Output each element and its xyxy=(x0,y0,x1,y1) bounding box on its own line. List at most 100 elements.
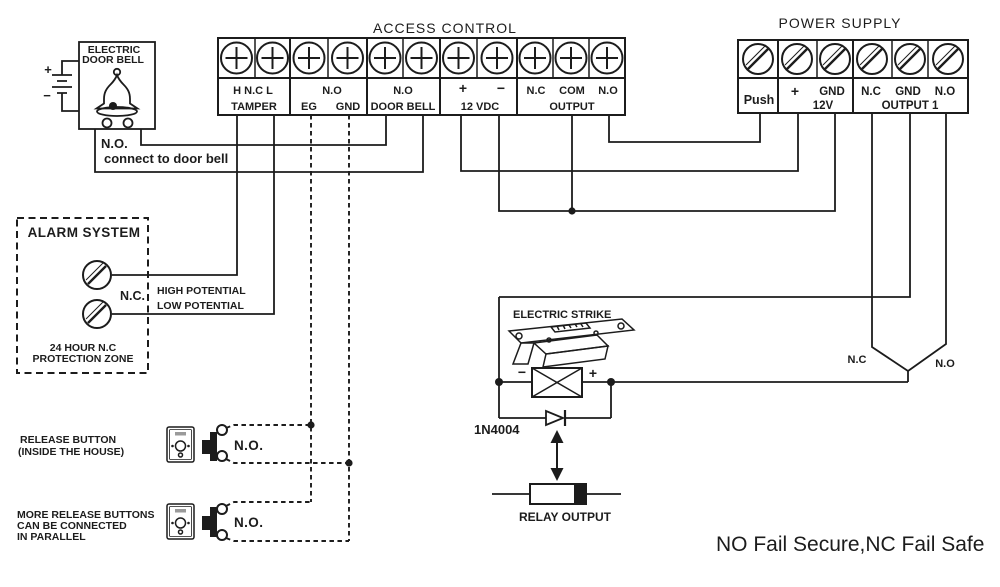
wire-tamper-to-alarm-low xyxy=(112,115,275,315)
dashed-button1-top xyxy=(225,424,311,429)
alarm-high-label: HIGH POTENTIAL xyxy=(157,285,246,297)
screw-eg xyxy=(292,41,326,75)
battery-plus-label: + xyxy=(44,62,52,77)
output1-label: OUTPUT 1 xyxy=(882,100,939,112)
junction-strike-minus xyxy=(495,378,503,386)
screw-12vdc-plus xyxy=(442,41,475,75)
junction-strike-plus xyxy=(607,378,615,386)
screw-12vdc-minus xyxy=(480,41,514,75)
selector-no-label: N.O xyxy=(935,358,955,370)
wire-12vdc-minus-to-ps-gnd xyxy=(498,113,836,212)
relay-label: RELAY OUTPUT xyxy=(519,510,612,524)
release-button-1: RELEASE BUTTON (INSIDE THE HOUSE) N.O. xyxy=(18,424,263,463)
wire-12vdc-plus-to-ps xyxy=(460,113,799,172)
relay-output: RELAY OUTPUT xyxy=(492,430,621,524)
wire-bell-to-doorbell2 xyxy=(94,115,424,173)
out1-nc-label: N.C xyxy=(861,86,881,98)
screw-output-com xyxy=(554,41,588,75)
diode-symbol: 1N4004 xyxy=(474,409,567,437)
release2-line3: IN PARALLEL xyxy=(17,531,86,543)
vdc-minus-label: − xyxy=(497,80,505,96)
bell-icon xyxy=(93,67,141,117)
dashed-button2-bottom xyxy=(225,537,349,542)
out1-gnd-label: GND xyxy=(895,86,921,98)
release-button-2: MORE RELEASE BUTTONS CAN BE CONNECTED IN… xyxy=(17,503,263,543)
vdc-label: 12 VDC xyxy=(461,101,500,113)
strike-coil-symbol: − + xyxy=(518,364,597,398)
dashed-button2-top xyxy=(225,501,311,507)
dashed-wires xyxy=(225,115,350,542)
eg-no-label: N.O xyxy=(322,85,342,97)
electric-strike-drawing xyxy=(507,318,636,368)
strike-minus-label: − xyxy=(518,364,526,380)
switch2-contact-top xyxy=(216,503,228,515)
release2-no-label: N.O. xyxy=(234,515,263,530)
alarm-title: ALARM SYSTEM xyxy=(28,225,141,240)
access-control-block: H N.C L TAMPER N.O EG GND N.O DOOR BELL … xyxy=(217,37,626,116)
battery-minus-label: − xyxy=(43,88,51,103)
ps-gnd-label: GND xyxy=(819,86,845,98)
gnd-label: GND xyxy=(336,101,361,113)
selector-nc-label: N.C xyxy=(848,354,867,366)
alarm-low-label: LOW POTENTIAL xyxy=(157,300,244,312)
bell-terminal-right xyxy=(122,117,134,129)
switch1-contact-top xyxy=(216,424,228,436)
doorbell-connect-note: connect to door bell xyxy=(104,151,228,166)
screw-output-no xyxy=(590,41,624,75)
junction-gnd-dashed xyxy=(345,459,353,467)
screw-tamper-h xyxy=(220,41,253,75)
switch1-contact-bottom xyxy=(216,450,228,462)
access-control-title: ACCESS CONTROL xyxy=(373,20,517,36)
release1-no-label: N.O. xyxy=(234,438,263,453)
doorbell-no-note: N.O. xyxy=(101,136,128,151)
vdc-plus-label: + xyxy=(459,80,467,96)
doorbell-name-2: DOOR BELL xyxy=(82,54,144,66)
release1-line1: RELEASE BUTTON xyxy=(20,434,116,446)
doorbell-name-1: ELECTRIC xyxy=(88,44,141,56)
out1-no-label: N.O xyxy=(935,86,956,98)
screw-gnd xyxy=(331,41,364,75)
tamper-top-label: H N.C L xyxy=(233,85,273,97)
dashed-button1-bottom xyxy=(225,458,349,464)
relay-band xyxy=(574,484,586,504)
wall-plate-icon xyxy=(166,426,195,463)
electric-doorbell: ELECTRIC DOOR BELL + − N.O. connect to d… xyxy=(43,41,228,166)
power-supply-block: Push + GND 12V N.C GND N.O OUTPUT 1 xyxy=(737,39,969,114)
screw-doorbell-2 xyxy=(405,41,438,75)
wire-nc-no-selector xyxy=(871,113,947,382)
junction-dots xyxy=(307,207,615,467)
alarm-box xyxy=(16,217,149,374)
tamper-label: TAMPER xyxy=(231,101,277,113)
power-supply-title: POWER SUPPLY xyxy=(779,15,902,31)
doorbell-no-label: N.O xyxy=(393,85,413,97)
double-arrow-icon xyxy=(550,430,564,481)
wire-output-no-to-push xyxy=(608,113,761,143)
doorbell-label: DOOR BELL xyxy=(371,101,436,113)
strike-plus-label: + xyxy=(589,365,597,381)
wire-diode-branch xyxy=(499,382,612,419)
release1-line2: (INSIDE THE HOUSE) xyxy=(18,446,124,458)
battery-symbol: + − xyxy=(43,60,79,112)
output-label: OUTPUT xyxy=(549,101,595,113)
bell-terminal-left xyxy=(101,117,113,129)
junction-eg-dashed xyxy=(307,421,315,429)
electric-strike: ELECTRIC STRIKE − + 1N4004 xyxy=(474,309,636,437)
wire-tamper-to-alarm-high xyxy=(112,115,238,276)
wire-out1-gnd-to-strike xyxy=(499,113,911,298)
wall-plate-icon xyxy=(166,503,195,540)
alarm-system: ALARM SYSTEM N.C. HIGH POTENTIAL LOW POT… xyxy=(16,217,246,374)
screw-doorbell-1 xyxy=(368,41,402,75)
ps-12v-label: 12V xyxy=(813,100,834,112)
strike-label: ELECTRIC STRIKE xyxy=(513,309,611,321)
eg-label: EG xyxy=(301,101,317,113)
output-com-label: COM xyxy=(559,85,585,97)
ps-plus-label: + xyxy=(791,83,799,99)
push-label: Push xyxy=(744,93,775,107)
output-no-label: N.O xyxy=(598,85,618,97)
screw-output-nc xyxy=(518,41,552,75)
alarm-nc-label: N.C. xyxy=(120,289,145,303)
release2-line1: MORE RELEASE BUTTONS xyxy=(17,509,154,521)
